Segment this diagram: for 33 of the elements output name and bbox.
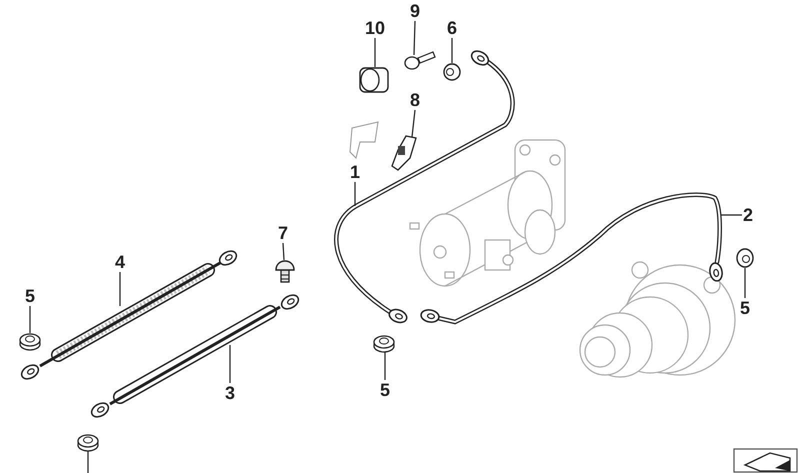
leader-line [721, 214, 742, 216]
leader-line [744, 268, 746, 298]
callout-number: 3 [225, 384, 235, 402]
callout-number: 10 [364, 19, 386, 37]
leader-line [374, 38, 376, 67]
nut-drawing [736, 248, 754, 268]
ground-strap-drawing [20, 250, 238, 380]
leader-line [282, 242, 285, 260]
leader-line [119, 272, 121, 306]
callout-number: 7 [278, 224, 288, 242]
leader-line [451, 38, 453, 63]
callout-number: 6 [447, 19, 457, 37]
callout-number: 5 [25, 287, 35, 305]
ground-cable-drawing [90, 294, 300, 418]
leader-line [87, 451, 89, 473]
battery-cable-drawing [334, 50, 515, 324]
callout-number: 2 [743, 206, 753, 224]
callout-number: 5 [740, 299, 750, 317]
callout-number: 1 [350, 163, 360, 181]
leader-line [229, 345, 231, 383]
leader-line [413, 20, 416, 56]
battery-cable-drawing [420, 192, 723, 324]
nut-drawing [373, 335, 395, 353]
nut-drawing [77, 434, 99, 452]
leader-line [354, 182, 356, 206]
callout-number: 8 [410, 91, 420, 109]
callout-number: 9 [410, 2, 420, 20]
leader-line [411, 110, 416, 138]
bolt-drawing [275, 260, 295, 283]
leader-line [29, 306, 31, 333]
callout-number: 5 [380, 381, 390, 399]
nut-drawing [19, 333, 41, 351]
callout-number: 4 [115, 253, 125, 271]
